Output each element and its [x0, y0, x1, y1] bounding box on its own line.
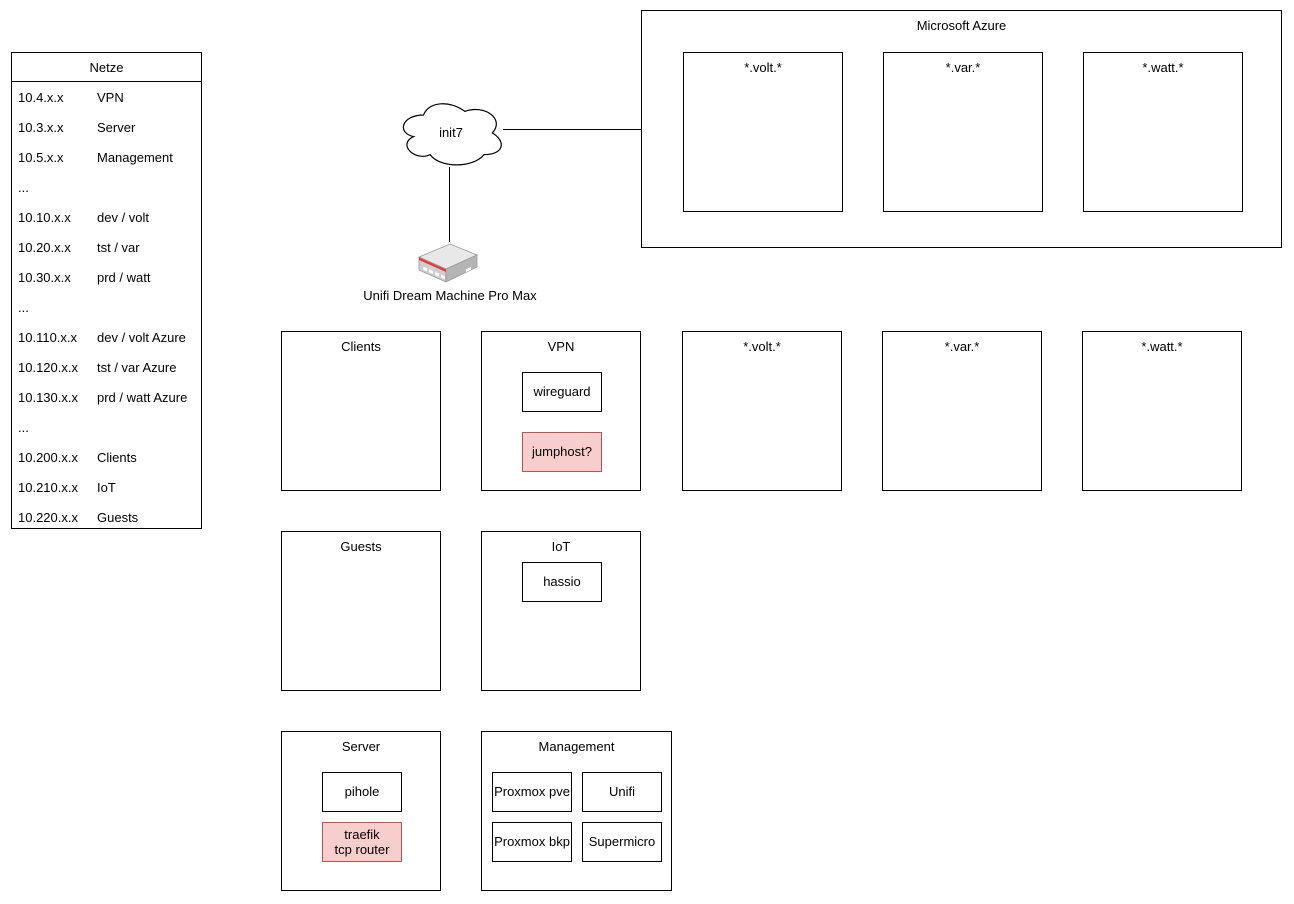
netze-row: 10.3.x.x Server [12, 112, 201, 142]
connector-cloud-to-azure [503, 129, 642, 130]
netze-row-net: 10.20.x.x [18, 239, 71, 255]
azure-zone-volt-label: *.volt.* [744, 60, 782, 75]
netze-row: 10.120.x.x tst / var Azure [12, 352, 201, 382]
netze-row-net: 10.30.x.x [18, 269, 71, 285]
netze-row-net: 10.4.x.x [18, 89, 64, 105]
netze-row-net: 10.210.x.x [18, 479, 78, 495]
azure-zone-volt: *.volt.* [683, 52, 843, 212]
node-traefik-tcp-router: traefik tcp router [322, 822, 402, 862]
netze-table-title: Netze [12, 53, 201, 82]
netze-row-name: dev / volt Azure [97, 329, 186, 345]
netze-row: 10.20.x.x tst / var [12, 232, 201, 262]
internet-cloud-icon [402, 103, 502, 166]
netze-row-name: VPN [97, 89, 124, 105]
azure-zone-var: *.var.* [883, 52, 1043, 212]
router-icon [417, 243, 479, 283]
zone-clients: Clients [281, 331, 441, 491]
netze-row: 10.10.x.x dev / volt [12, 202, 201, 232]
netze-row: 10.220.x.x Guests [12, 502, 201, 532]
netze-row-net: 10.110.x.x [18, 329, 78, 345]
netze-row: 10.30.x.x prd / watt [12, 262, 201, 292]
zone-watt-label: *.watt.* [1141, 339, 1183, 354]
zone-guests: Guests [281, 531, 441, 691]
node-proxmox-pve: Proxmox pve [492, 772, 572, 812]
netze-row-net: ... [18, 299, 29, 315]
netze-row-name: Guests [97, 509, 139, 525]
azure-zone-var-label: *.var.* [945, 60, 981, 75]
netze-row-name: dev / volt [97, 209, 150, 225]
netze-row-name: prd / watt [97, 269, 151, 285]
netze-row: ... [12, 412, 201, 442]
zone-clients-label: Clients [341, 339, 381, 354]
connector-cloud-to-router [449, 167, 450, 242]
node-supermicro: Supermicro [582, 822, 662, 862]
netze-row: 10.110.x.x dev / volt Azure [12, 322, 201, 352]
netze-row: 10.210.x.x IoT [12, 472, 201, 502]
node-jumphost: jumphost? [522, 432, 602, 472]
zone-iot-label: IoT [551, 539, 571, 554]
netze-row: 10.4.x.x VPN [12, 82, 201, 112]
zone-iot: IoT hassio [481, 531, 641, 691]
zone-management: Management Proxmox pve Unifi Proxmox bkp… [481, 731, 672, 891]
netze-row-net: 10.5.x.x [18, 149, 64, 165]
netze-row-name: Clients [97, 449, 137, 465]
netze-table: Netze 10.4.x.x VPN 10.3.x.x Server 10.5.… [11, 52, 202, 529]
netze-row-name: IoT [97, 479, 116, 495]
zone-management-label: Management [538, 739, 615, 754]
zone-server-label: Server [341, 739, 381, 754]
netze-row-net: 10.130.x.x [18, 389, 78, 405]
zone-volt-label: *.volt.* [743, 339, 781, 354]
node-hassio: hassio [522, 562, 602, 602]
netze-row-name: tst / var [97, 239, 140, 255]
azure-zone-watt: *.watt.* [1083, 52, 1243, 212]
node-pihole: pihole [322, 772, 402, 812]
internet-cloud-label: init7 [439, 124, 463, 140]
netze-row-name: Server [97, 119, 136, 135]
netze-row: 10.5.x.x Management [12, 142, 201, 172]
netze-row: 10.130.x.x prd / watt Azure [12, 382, 201, 412]
zone-watt: *.watt.* [1082, 331, 1242, 491]
netze-row-net: ... [18, 419, 29, 435]
netze-row-net: ... [18, 179, 29, 195]
zone-guests-label: Guests [340, 539, 382, 554]
node-unifi: Unifi [582, 772, 662, 812]
netze-row: ... [12, 292, 201, 322]
netze-row-name: Management [97, 149, 173, 165]
netze-row-net: 10.120.x.x [18, 359, 78, 375]
node-wireguard: wireguard [522, 372, 602, 412]
azure-container: Microsoft Azure *.volt.* *.var.* *.watt.… [641, 10, 1282, 248]
zone-volt: *.volt.* [682, 331, 842, 491]
netze-row-name: tst / var Azure [97, 359, 177, 375]
zone-var: *.var.* [882, 331, 1042, 491]
zone-vpn: VPN wireguard jumphost? [481, 331, 641, 491]
netze-row: ... [12, 172, 201, 202]
netze-row-net: 10.220.x.x [18, 509, 78, 525]
netze-row-net: 10.10.x.x [18, 209, 71, 225]
netze-row-net: 10.200.x.x [18, 449, 78, 465]
netze-row-name: prd / watt Azure [97, 389, 188, 405]
netze-row-net: 10.3.x.x [18, 119, 64, 135]
zone-var-label: *.var.* [944, 339, 980, 354]
node-proxmox-bkp: Proxmox bkp [492, 822, 572, 862]
zone-vpn-label: VPN [547, 339, 575, 354]
zone-server: Server pihole traefik tcp router [281, 731, 441, 891]
azure-title: Microsoft Azure [916, 18, 1007, 33]
router-label: Unifi Dream Machine Pro Max [363, 288, 537, 303]
netze-row: 10.200.x.x Clients [12, 442, 201, 472]
azure-zone-watt-label: *.watt.* [1142, 60, 1184, 75]
